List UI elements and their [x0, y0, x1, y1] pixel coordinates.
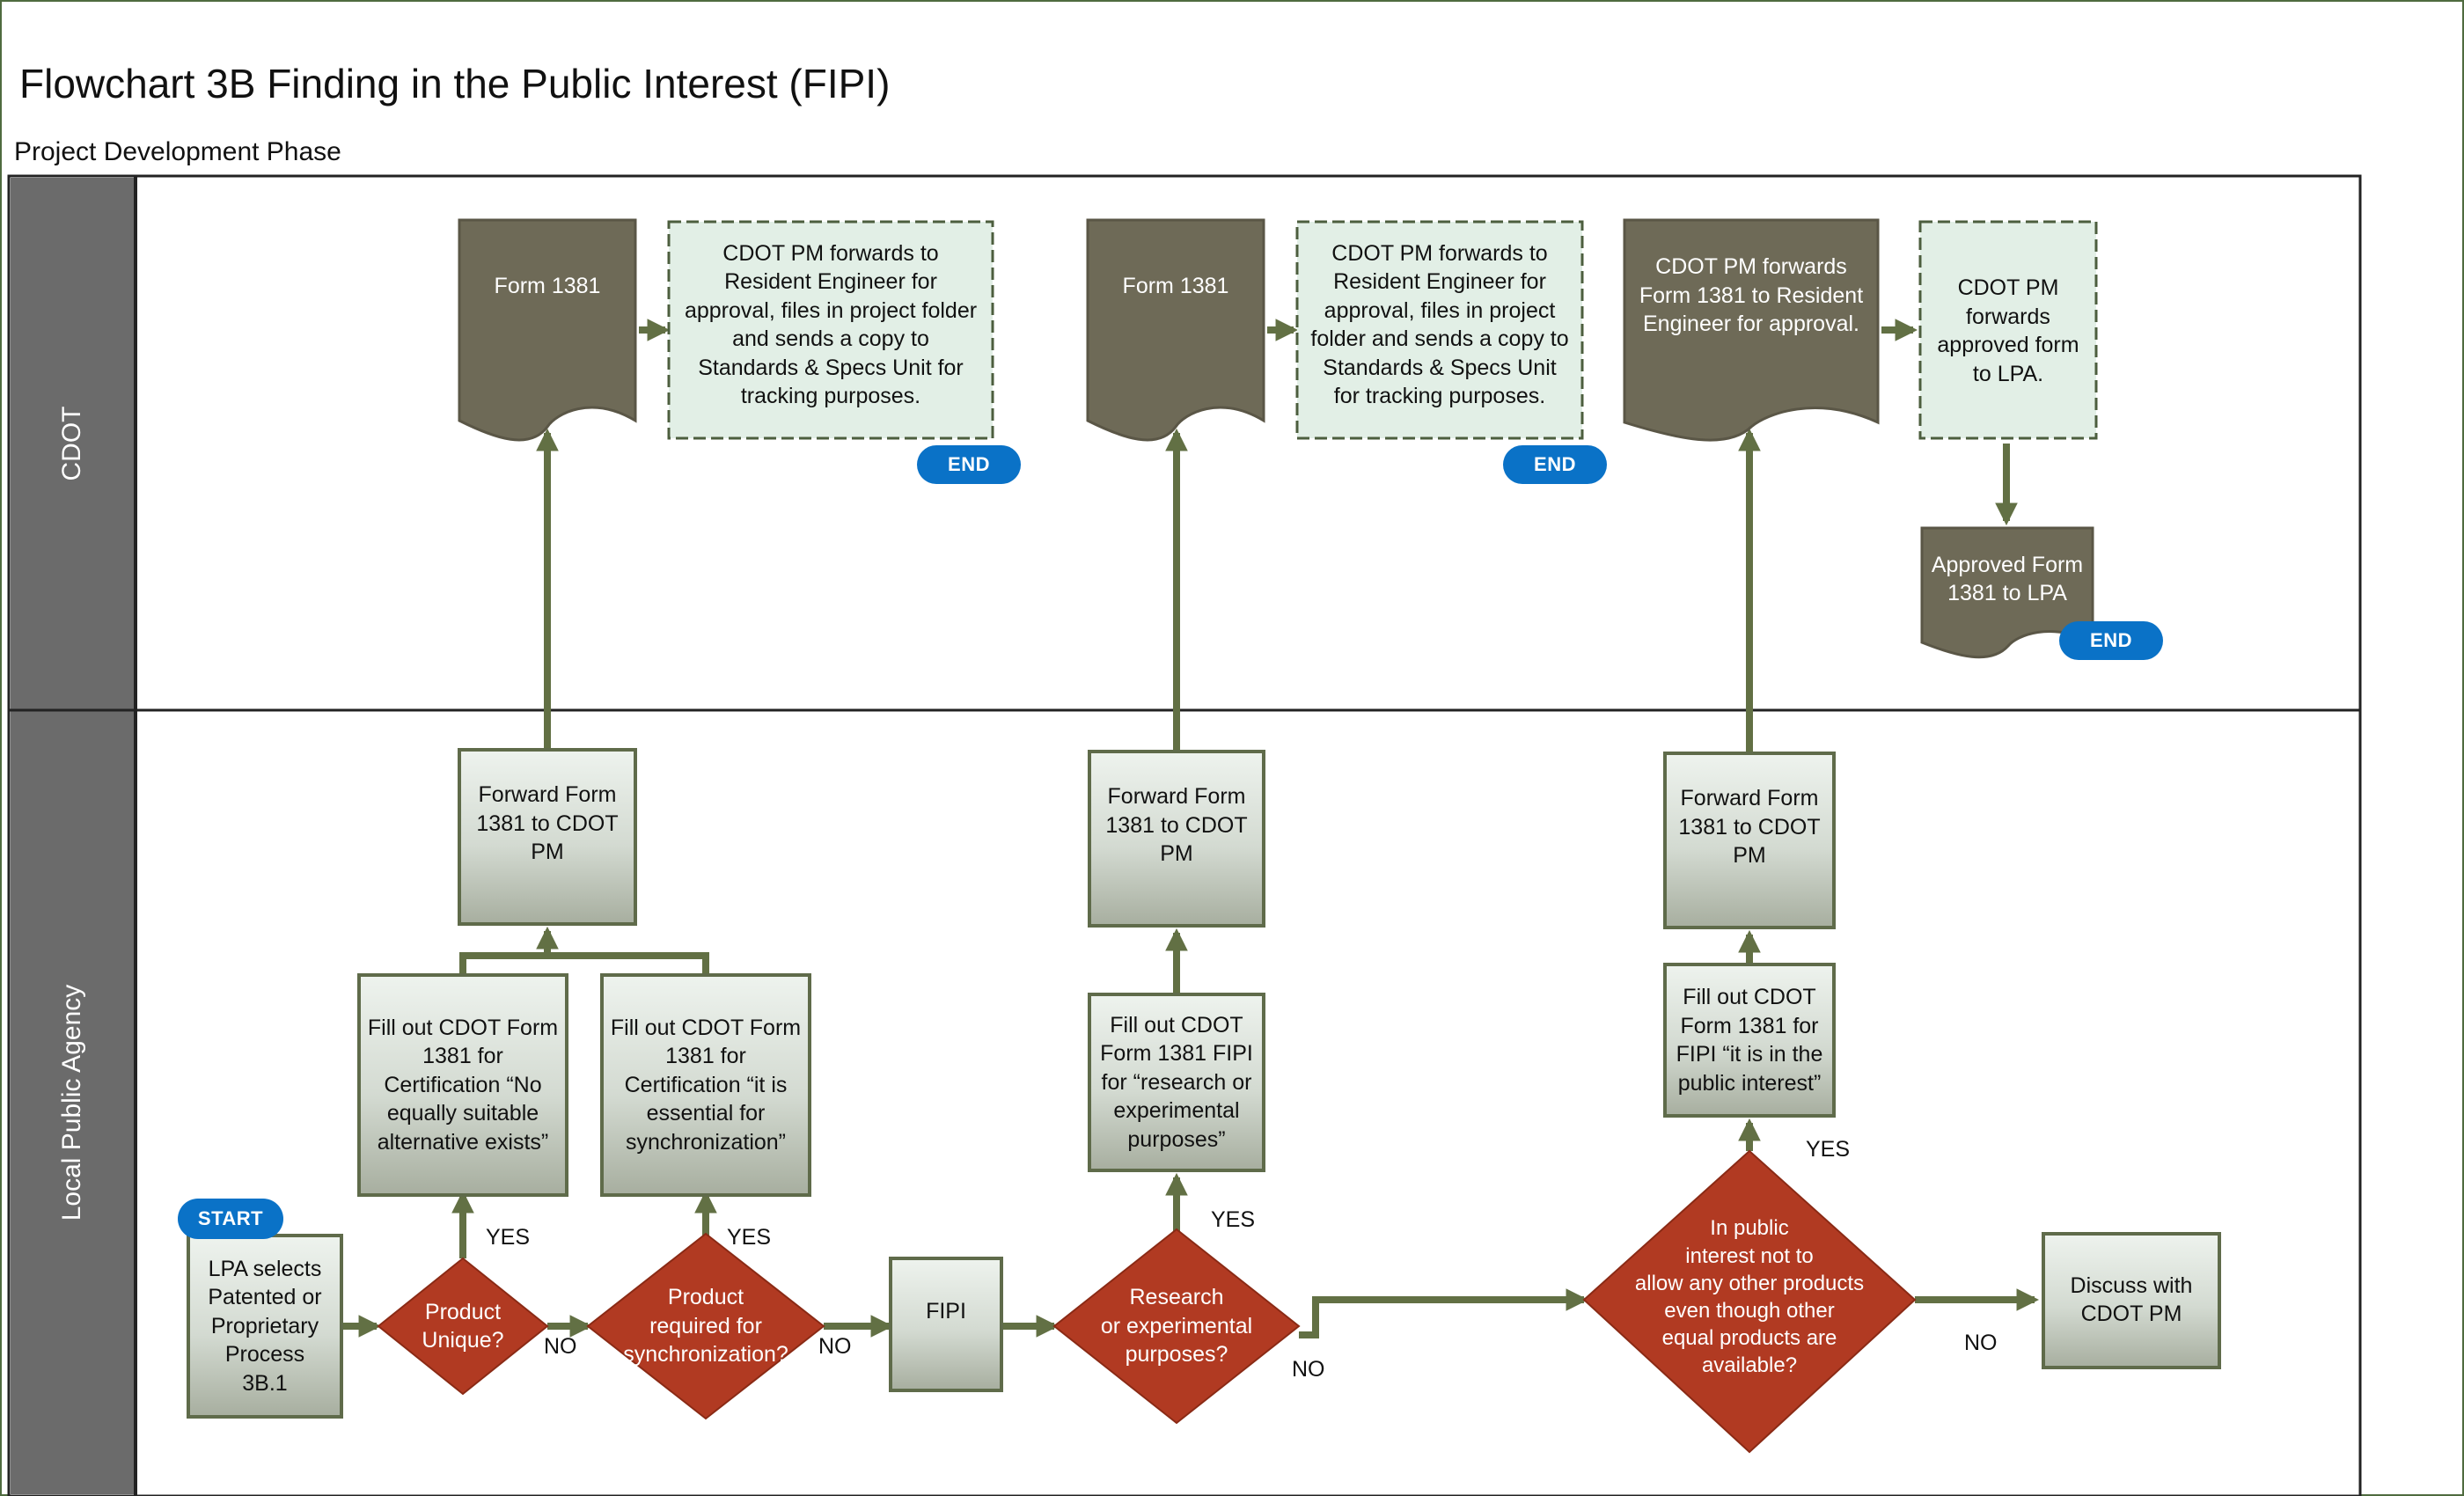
- edge-label-no-research: NO: [1292, 1357, 1325, 1382]
- fill-research-text: Fill out CDOT Form 1381 FIPI for “resear…: [1100, 1012, 1253, 1152]
- lane-header-cdot: [11, 178, 134, 709]
- fill-public-box: [1663, 963, 1836, 1118]
- forward-2-box: [1088, 750, 1265, 928]
- discuss-box: [2042, 1232, 2221, 1369]
- doc-3-label: CDOT PM forwards Form 1381 to Resident E…: [1639, 254, 1864, 337]
- forward-3-text: Forward Form 1381 to CDOT PM: [1678, 786, 1821, 869]
- discuss-text: Discuss with CDOT PM: [2070, 1272, 2193, 1327]
- start-process-text: LPA selects Patented or Proprietary Proc…: [208, 1256, 322, 1396]
- connectors: [341, 319, 2040, 1338]
- forward-1-box: [458, 748, 637, 926]
- doc-2-shape: [1086, 218, 1265, 442]
- dashed-process-boxes: [667, 220, 2098, 440]
- doc-1-label: Form 1381: [494, 273, 601, 298]
- cdot-2-box: [1295, 220, 1584, 440]
- end-terminal-1: END: [917, 445, 1021, 484]
- edge-label-yes-research: YES: [1211, 1207, 1256, 1232]
- edge-label-yes-unique: YES: [486, 1225, 531, 1250]
- lane-label-cdot: CDOT: [57, 406, 86, 481]
- phase-label: Project Development Phase: [14, 137, 341, 166]
- fipi-box: [889, 1257, 1003, 1392]
- diamond-product-sync: [586, 1232, 825, 1420]
- fipi-text: FIPI: [926, 1298, 966, 1324]
- edge-label-yes-public: YES: [1806, 1137, 1851, 1162]
- edge-label-no-unique: NO: [544, 1334, 577, 1359]
- start-terminal: START: [178, 1199, 283, 1239]
- cdot-3-text: CDOT PM forwards approved form to LPA.: [1937, 275, 2079, 386]
- edge-label-no-public: NO: [1964, 1331, 1998, 1355]
- doc-3-shape: [1623, 218, 1880, 442]
- fill-research-box: [1088, 993, 1265, 1172]
- lane-label-lpa: Local Public Agency: [57, 984, 86, 1221]
- edge-fill-no-alt-merge: [459, 952, 709, 975]
- edge-label-yes-sync: YES: [727, 1225, 772, 1250]
- doc-1-shape: [458, 218, 637, 442]
- product-unique-text: Product Unique?: [422, 1299, 504, 1353]
- research-text: Research or experimental purposes?: [1100, 1285, 1253, 1368]
- edge-label-no-sync: NO: [818, 1334, 852, 1359]
- product-sync-text: Product required for synchronization?: [623, 1285, 788, 1368]
- edge-research-no-to-public: [1299, 1288, 1589, 1338]
- page-title: Flowchart 3B Finding in the Public Inter…: [19, 61, 891, 106]
- doc-2-label: Form 1381: [1122, 273, 1229, 298]
- end-terminal-2: END: [1503, 445, 1607, 484]
- diamond-research: [1052, 1228, 1301, 1425]
- forward-2-text: Forward Form 1381 to CDOT PM: [1105, 784, 1248, 867]
- cdot-2-text: CDOT PM forwards to Resident Engineer fo…: [1310, 240, 1569, 409]
- forward-3-box: [1663, 752, 1836, 929]
- diamond-public-interest: [1582, 1149, 1917, 1454]
- fill-no-alt-box: [357, 973, 568, 1197]
- start-process-box: [187, 1234, 343, 1419]
- fill-public-text: Fill out CDOT Form 1381 for FIPI “it is …: [1676, 985, 1823, 1096]
- fill-sync-box: [600, 973, 811, 1197]
- cdot-3-box: [1918, 220, 2098, 440]
- approved-doc-label: Approved Form 1381 to LPA: [1931, 552, 2084, 606]
- forward-1-text: Forward Form 1381 to CDOT PM: [476, 782, 619, 865]
- fill-sync-text: Fill out CDOT Form 1381 for Certificatio…: [610, 1015, 802, 1155]
- process-boxes: [187, 748, 2221, 1419]
- public-interest-text: In public interest not to allow any othe…: [1634, 1216, 1865, 1378]
- decision-diamonds: [377, 1149, 1917, 1454]
- diamond-product-unique: [377, 1257, 549, 1396]
- document-shapes: [458, 218, 2094, 659]
- cdot-1-box: [667, 220, 994, 440]
- lane-header-lpa: [11, 711, 134, 1494]
- cdot-1-text: CDOT PM forwards to Resident Engineer fo…: [684, 240, 978, 409]
- end-terminal-3: END: [2059, 621, 2163, 660]
- fill-no-alt-text: Fill out CDOT Form 1381 for Certificatio…: [367, 1015, 559, 1155]
